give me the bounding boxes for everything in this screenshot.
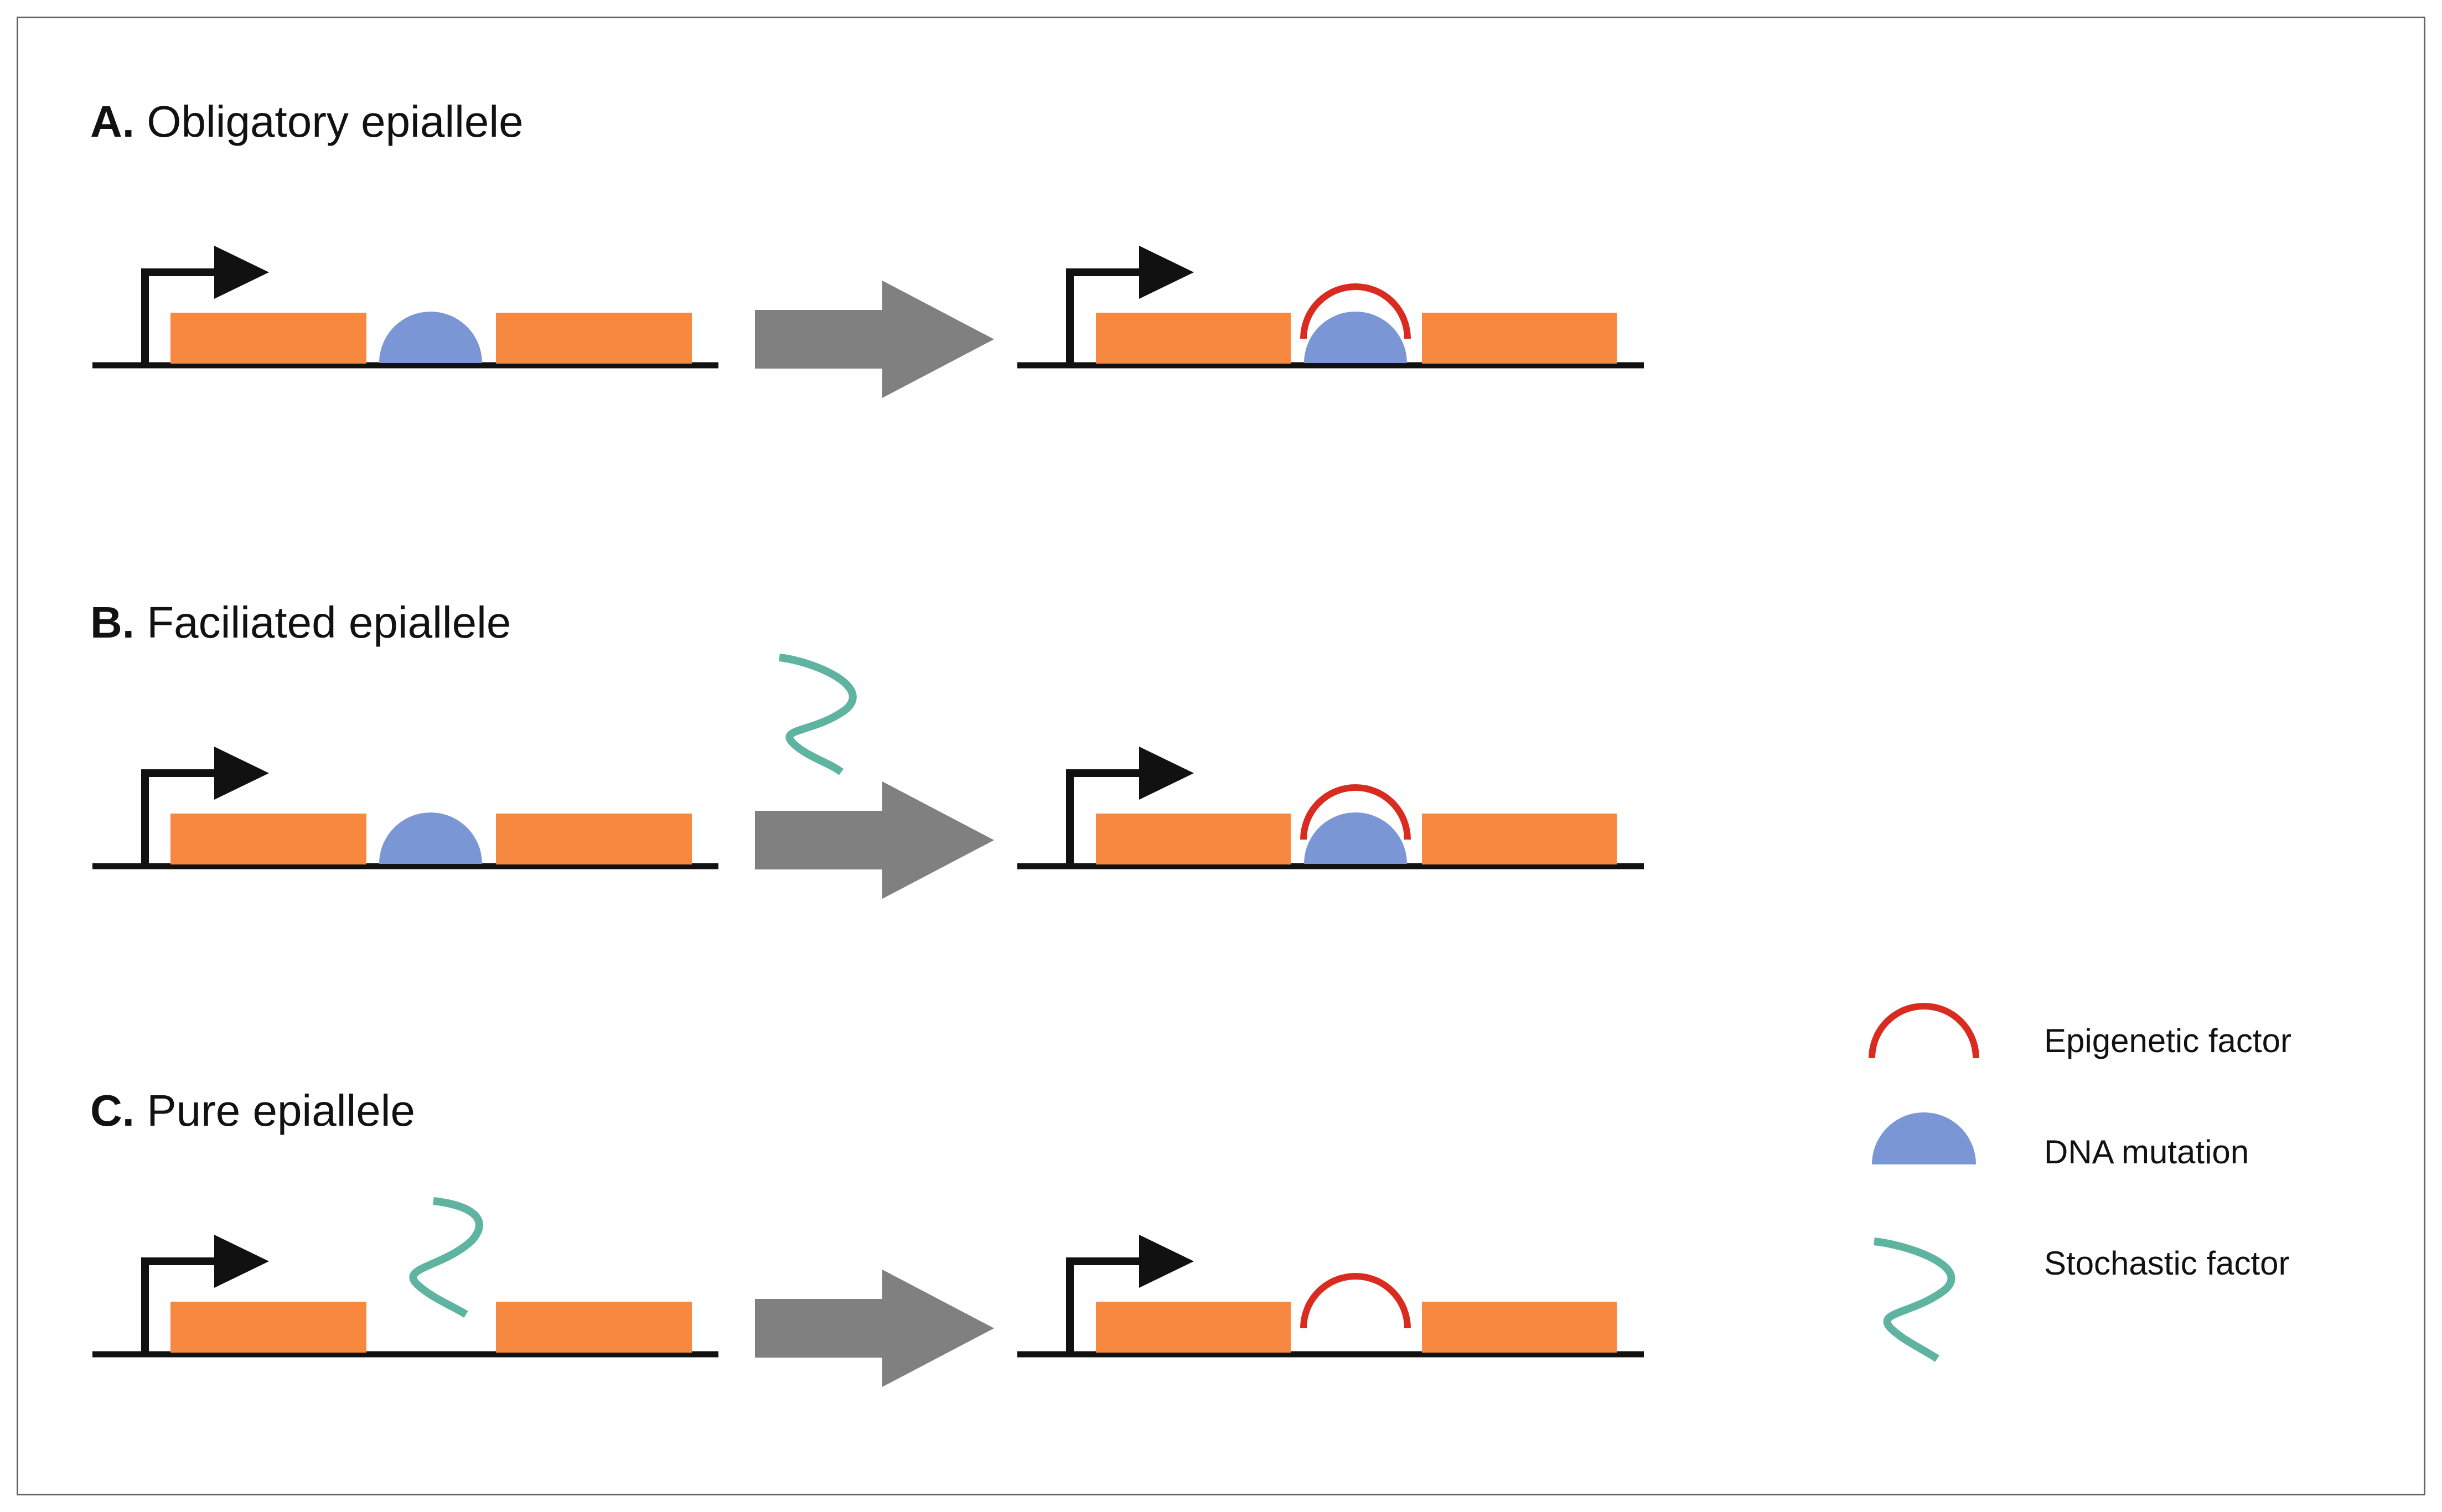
panel-title-b: B. Faciliated epiallele bbox=[90, 597, 511, 648]
dna-mutation-icon bbox=[379, 312, 482, 363]
panel-title-c: C. Pure epiallele bbox=[90, 1085, 415, 1136]
promoter-arrowhead-icon bbox=[1139, 747, 1194, 800]
panel-b-before bbox=[92, 747, 718, 869]
panel-title-text: Pure epiallele bbox=[147, 1086, 415, 1135]
transition-arrow-icon bbox=[755, 281, 994, 398]
exon-right bbox=[496, 313, 692, 364]
exon-right bbox=[1422, 313, 1617, 364]
promoter-arrowhead-icon bbox=[1139, 1235, 1194, 1288]
exon-left bbox=[170, 814, 366, 864]
transition-arrow-icon bbox=[755, 781, 994, 899]
promoter-arrowhead-icon bbox=[1139, 246, 1194, 299]
panel-letter: C. bbox=[90, 1086, 134, 1135]
epigenetic-factor-icon bbox=[1300, 784, 1411, 840]
panel-c bbox=[92, 1197, 1644, 1387]
panel-letter: B. bbox=[90, 598, 134, 647]
red-arc-icon bbox=[1869, 1003, 1979, 1059]
exon-left bbox=[1096, 814, 1291, 864]
exon-left bbox=[1096, 313, 1291, 364]
panel-b-after bbox=[1017, 747, 1644, 869]
panel-title-text: Obligatory epiallele bbox=[147, 97, 524, 146]
epigenetic-factor-icon bbox=[1300, 283, 1411, 339]
panel-c-after bbox=[1017, 1235, 1644, 1358]
exon-left bbox=[170, 313, 366, 364]
promoter-arrowhead-icon bbox=[214, 246, 269, 299]
exon-right bbox=[496, 814, 692, 864]
legend-label-stochastic-factor: Stochastic factor bbox=[2044, 1245, 2290, 1282]
dna-mutation-icon bbox=[1304, 812, 1407, 864]
green-squiggle-icon bbox=[1874, 1237, 1955, 1362]
epigenetic-factor-icon bbox=[1300, 1273, 1411, 1329]
promoter-arrowhead-icon bbox=[214, 1235, 269, 1288]
promoter-arrow-icon bbox=[141, 268, 221, 365]
panel-a-before bbox=[92, 246, 718, 369]
exon-right bbox=[496, 1302, 692, 1353]
transition-arrow-icon bbox=[755, 1270, 994, 1387]
blue-semicircle-icon bbox=[1872, 1112, 1976, 1164]
legend-label-epigenetic-factor: Epigenetic factor bbox=[2044, 1022, 2291, 1059]
panel-title-text: Faciliated epiallele bbox=[147, 598, 511, 647]
figure-frame bbox=[17, 17, 2425, 1495]
stochastic-factor-icon bbox=[779, 654, 857, 775]
promoter-arrow-icon bbox=[141, 769, 221, 866]
legend-label-dna-mutation: DNA mutation bbox=[2044, 1133, 2249, 1171]
exon-right bbox=[1422, 814, 1617, 864]
exon-right bbox=[1422, 1302, 1617, 1353]
dna-mutation-icon bbox=[1304, 312, 1407, 363]
dna-mutation-icon bbox=[379, 812, 482, 864]
panel-c-before bbox=[92, 1197, 718, 1358]
promoter-arrow-icon bbox=[1066, 769, 1146, 866]
promoter-arrowhead-icon bbox=[214, 747, 269, 800]
stochastic-factor-icon bbox=[409, 1197, 483, 1318]
panel-title-a: A. Obligatory epiallele bbox=[90, 96, 524, 147]
exon-left bbox=[1096, 1302, 1291, 1353]
legend-icons bbox=[1869, 1003, 1979, 1362]
panel-a-after bbox=[1017, 246, 1644, 369]
panel-letter: A. bbox=[90, 97, 134, 146]
promoter-arrow-icon bbox=[1066, 1257, 1146, 1354]
exon-left bbox=[170, 1302, 366, 1353]
promoter-arrow-icon bbox=[1066, 268, 1146, 365]
promoter-arrow-icon bbox=[141, 1257, 221, 1354]
panel-b bbox=[92, 654, 1644, 899]
panel-a bbox=[92, 246, 1644, 398]
